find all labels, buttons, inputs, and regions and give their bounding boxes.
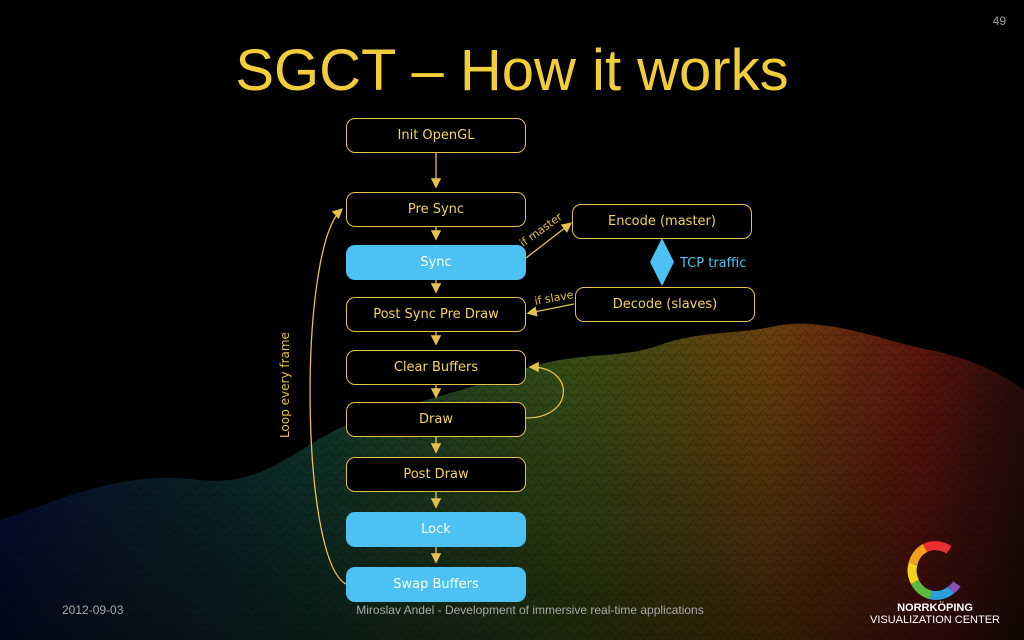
slide-title: SGCT – How it works: [235, 38, 789, 103]
edge-draw-clear-loop: [525, 361, 565, 419]
edge-sync-encode: [525, 222, 573, 259]
edge-decode-postsync: [526, 303, 575, 317]
step-label: Pre Sync: [407, 202, 465, 217]
step-label: Draw: [419, 412, 453, 427]
footer-text: Miroslav Andel - Development of immersiv…: [356, 603, 704, 617]
logo-text-norrkoping: NORRKÖPING: [897, 602, 973, 614]
step-draw: Draw: [346, 402, 526, 437]
footer-date: 2012-09-03: [62, 603, 124, 617]
step-clear-buffers: Clear Buffers: [346, 350, 526, 385]
logo-text-visualization-center: VISUALIZATION CENTER: [870, 614, 1000, 626]
node-label: Encode (master): [608, 214, 716, 229]
step-label: Clear Buffers: [393, 360, 479, 375]
step-label: Lock: [421, 522, 451, 537]
edge-swap-presync-loop: [309, 208, 347, 585]
step-label: Init OpenGL: [397, 128, 475, 143]
step-sync: Sync: [346, 245, 526, 280]
step-label: Post Draw: [403, 467, 469, 482]
visualization-center-logo-icon: [907, 541, 961, 600]
step-post-draw: Post Draw: [346, 457, 526, 492]
step-label: Sync: [420, 255, 452, 270]
step-pre-sync: Pre Sync: [346, 192, 526, 227]
step-label: Post Sync Pre Draw: [373, 307, 499, 322]
step-lock: Lock: [346, 512, 526, 547]
slide-number: 49: [992, 14, 1006, 28]
step-init-opengl: Init OpenGL: [346, 118, 526, 153]
node-decode-slaves: Decode (slaves): [575, 287, 755, 322]
tcp-traffic-label: TCP traffic: [680, 256, 747, 271]
loop-every-frame-label: Loop every frame: [278, 332, 292, 438]
node-label: Decode (slaves): [612, 297, 718, 312]
step-swap-buffers: Swap Buffers: [346, 567, 526, 602]
step-post-sync-pre-draw: Post Sync Pre Draw: [346, 297, 526, 332]
node-encode-master: Encode (master): [572, 204, 752, 239]
step-label: Swap Buffers: [393, 577, 479, 592]
